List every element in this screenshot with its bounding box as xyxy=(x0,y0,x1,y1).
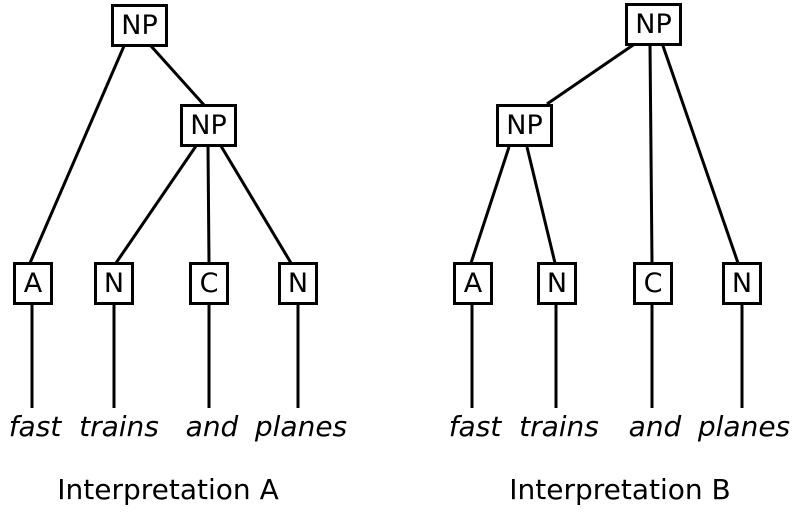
edge-a-np-to-c xyxy=(206,145,211,264)
tree-a-caption: Interpretation A xyxy=(57,473,279,506)
tree-b-caption: Interpretation B xyxy=(509,473,731,506)
edge-a-np-to-n1 xyxy=(114,145,198,264)
tree-a-leaf-adjective-node: A xyxy=(13,262,53,305)
tree-a-edges xyxy=(28,44,300,408)
tree-b-word-trains: trains xyxy=(519,410,599,443)
tree-b-root-np-node: NP xyxy=(625,3,682,46)
edge-a-root-to-a xyxy=(28,45,126,264)
tree-b-word-fast: fast xyxy=(448,410,502,443)
tree-b-inner-np-node: NP xyxy=(496,104,553,147)
tree-a-leaf-noun2-node: N xyxy=(278,262,318,305)
tree-a-word-and: and xyxy=(185,410,239,443)
tree-b-leaf-noun1-node: N xyxy=(537,262,577,305)
edge-b-np-to-a xyxy=(469,146,511,264)
edge-b-root-to-c xyxy=(648,42,654,264)
tree-b-word-and: and xyxy=(628,410,682,443)
tree-a-root-np-node: NP xyxy=(111,4,168,47)
tree-a-word-fast: fast xyxy=(8,410,62,443)
edge-b-root-to-n2 xyxy=(660,42,740,264)
tree-a-leaf-noun1-node: N xyxy=(94,262,134,305)
tree-b-edges xyxy=(469,41,744,408)
edge-a-np-to-n2 xyxy=(219,145,293,264)
tree-a-word-trains: trains xyxy=(79,410,159,443)
tree-b-word-planes: planes xyxy=(697,410,791,443)
tree-b-leaf-noun2-node: N xyxy=(722,262,762,305)
tree-b-leaf-adjective-node: A xyxy=(453,262,493,305)
edge-b-root-to-np xyxy=(546,41,637,106)
tree-a-word-planes: planes xyxy=(254,410,348,443)
tree-b-leaf-conjunction-node: C xyxy=(633,262,673,305)
tree-a-leaf-conjunction-node: C xyxy=(189,262,229,305)
edge-a-root-to-np xyxy=(149,44,206,107)
tree-a-inner-np-node: NP xyxy=(180,104,237,147)
edge-b-np-to-n1 xyxy=(525,146,557,264)
